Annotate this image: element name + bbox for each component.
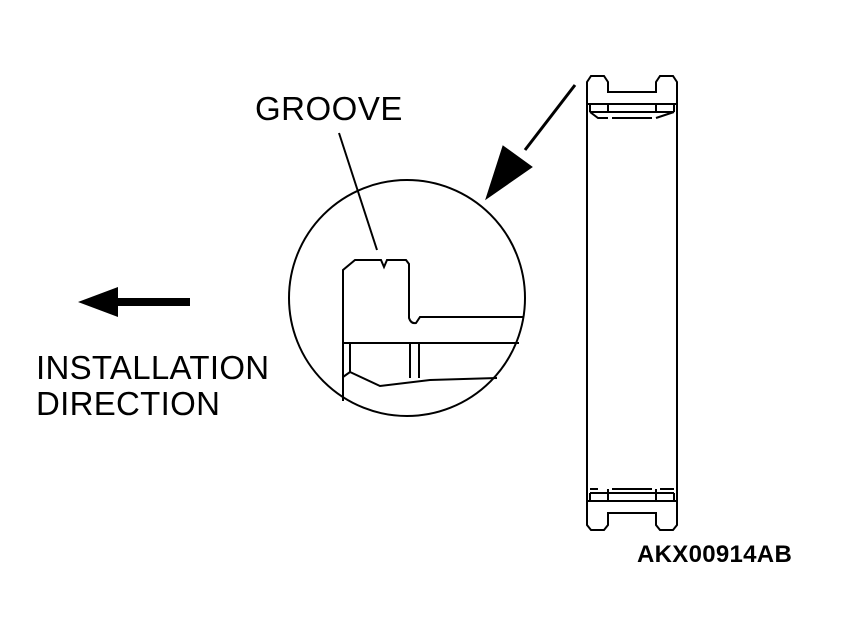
groove-profile <box>342 259 523 401</box>
detail-view <box>288 179 526 417</box>
inner-lower-edge <box>342 370 498 388</box>
installation-direction-line2: DIRECTION <box>36 385 221 422</box>
top-band-detail <box>589 104 675 119</box>
detail-pointer-arrow <box>485 84 577 201</box>
bearing-side-view <box>586 75 678 531</box>
bearing-outline <box>586 75 678 531</box>
groove-label: GROOVE <box>255 90 403 127</box>
groove-leader-line <box>338 132 378 251</box>
installation-direction-label: INSTALLATION DIRECTION <box>36 350 269 422</box>
detail-circle <box>288 179 526 417</box>
installation-direction-arrow <box>78 287 190 317</box>
installation-direction-line1: INSTALLATION <box>36 349 270 386</box>
figure-code: AKX00914AB <box>637 541 793 568</box>
top-band <box>587 103 677 113</box>
bottom-band-detail <box>589 488 675 501</box>
bottom-band <box>587 492 677 502</box>
